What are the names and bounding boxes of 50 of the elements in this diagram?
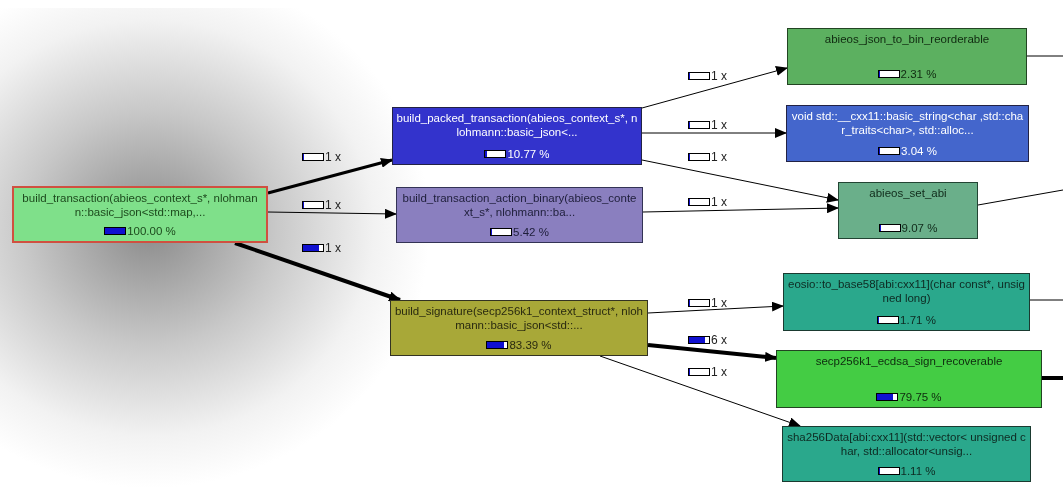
function-name: build_packed_transaction(abieos_context_s*, nlohmann::basic_json<... xyxy=(396,111,638,139)
call-arrow xyxy=(267,208,397,219)
function-box xyxy=(392,107,642,165)
call-count: 1 x xyxy=(711,118,727,132)
function-box xyxy=(783,273,1030,331)
cost-percentage: 1.11 % xyxy=(900,464,936,478)
function-box xyxy=(390,300,648,356)
call-count: 1 x xyxy=(325,241,341,255)
function-name: build_transaction(abieos_context_s*, nlohmann::basic_json<std::map,... xyxy=(21,191,259,219)
function-box xyxy=(786,105,1029,162)
call-arrow xyxy=(647,301,784,314)
call-count: 1 x xyxy=(711,150,727,164)
function-name: sha256Data[abi:cxx11](std::vector< unsigned char, std::allocator<unsig... xyxy=(786,430,1027,458)
function-name: build_transaction_action_binary(abieos_context_s*, nlohmann::ba... xyxy=(401,191,638,219)
call-arrow xyxy=(647,343,777,362)
function-name: abieos_json_to_bin_reorderable xyxy=(824,32,990,46)
call-count: 6 x xyxy=(711,333,727,347)
call-arrow xyxy=(641,66,788,109)
call-count: 1 x xyxy=(711,365,727,379)
function-box xyxy=(838,182,978,239)
call-arrow xyxy=(234,241,401,302)
cost-percentage: 100.00 % xyxy=(127,224,176,238)
cost-percentage: 5.42 % xyxy=(513,225,549,239)
function-box xyxy=(782,426,1031,482)
function-name: build_signature(secp256k1_context_struct*, nlohmann::basic_json<std::... xyxy=(394,304,644,332)
call-count: 1 x xyxy=(711,195,727,209)
function-name: abieos_set_abi xyxy=(869,186,947,200)
call-arrow xyxy=(641,159,839,203)
call-arrow xyxy=(599,355,801,428)
cost-percentage: 10.77 % xyxy=(507,147,550,161)
cost-percentage: 79.75 % xyxy=(899,390,942,404)
call-count: 1 x xyxy=(711,69,727,83)
function-name: eosio::to_base58[abi:cxx11](char const*, unsigned long) xyxy=(787,277,1026,305)
function-box xyxy=(12,186,268,243)
function-box xyxy=(776,350,1042,408)
cost-percentage: 1.71 % xyxy=(900,313,936,327)
cost-percentage: 3.04 % xyxy=(901,144,937,158)
function-name: secp256k1_ecdsa_sign_recoverable xyxy=(815,354,1003,368)
call-count: 1 x xyxy=(711,296,727,310)
call-arrow xyxy=(641,128,787,138)
cost-percentage: 83.39 % xyxy=(509,338,552,352)
function-box xyxy=(396,187,643,243)
call-count: 1 x xyxy=(325,198,341,212)
cost-percentage: 2.31 % xyxy=(900,67,937,81)
call-arrow xyxy=(267,158,393,195)
function-box xyxy=(787,28,1027,85)
call-arrow xyxy=(642,203,839,214)
cost-percentage: 9.07 % xyxy=(901,221,938,235)
call-count: 1 x xyxy=(325,150,341,164)
function-name: void std::__cxx11::basic_string<char ,std::char_traits<char>, std::alloc... xyxy=(790,109,1025,137)
